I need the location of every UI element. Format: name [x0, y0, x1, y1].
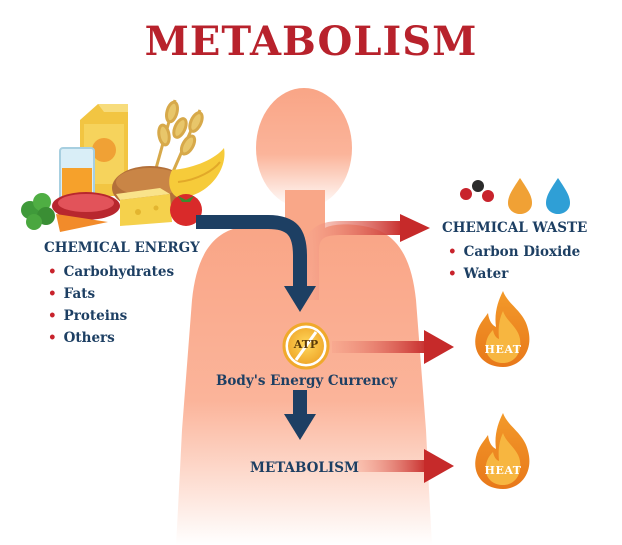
atp-badge — [282, 322, 330, 370]
list-item: Fats — [48, 286, 95, 302]
heat-arrow-2 — [358, 449, 454, 483]
list-item: Carbohydrates — [48, 264, 174, 280]
water-drop-icon — [508, 178, 570, 214]
heat-label-1: HEAT — [484, 343, 522, 356]
atp-label: ATP — [293, 338, 319, 351]
page-title: METABOLISM — [144, 18, 478, 65]
heat-arrow-1 — [332, 330, 454, 364]
chemical-waste-heading: CHEMICAL WASTE — [442, 220, 588, 236]
heat-label-2: HEAT — [484, 464, 522, 477]
flame-icon — [475, 413, 530, 489]
energy-intake-arrow — [196, 215, 316, 312]
list-item: Carbon Dioxide — [448, 244, 581, 260]
metabolism-label: METABOLISM — [250, 460, 359, 476]
carbon-dioxide-molecule-icon — [460, 180, 494, 202]
metabolism-down-arrow — [284, 390, 316, 440]
chemical-energy-heading: CHEMICAL ENERGY — [44, 240, 200, 256]
list-item: Water — [448, 266, 509, 282]
list-item: Proteins — [48, 308, 128, 324]
atp-caption: Body's Energy Currency — [216, 373, 398, 389]
food-group-icon — [21, 99, 225, 232]
waste-arrow — [305, 214, 430, 300]
list-item: Others — [48, 330, 115, 346]
